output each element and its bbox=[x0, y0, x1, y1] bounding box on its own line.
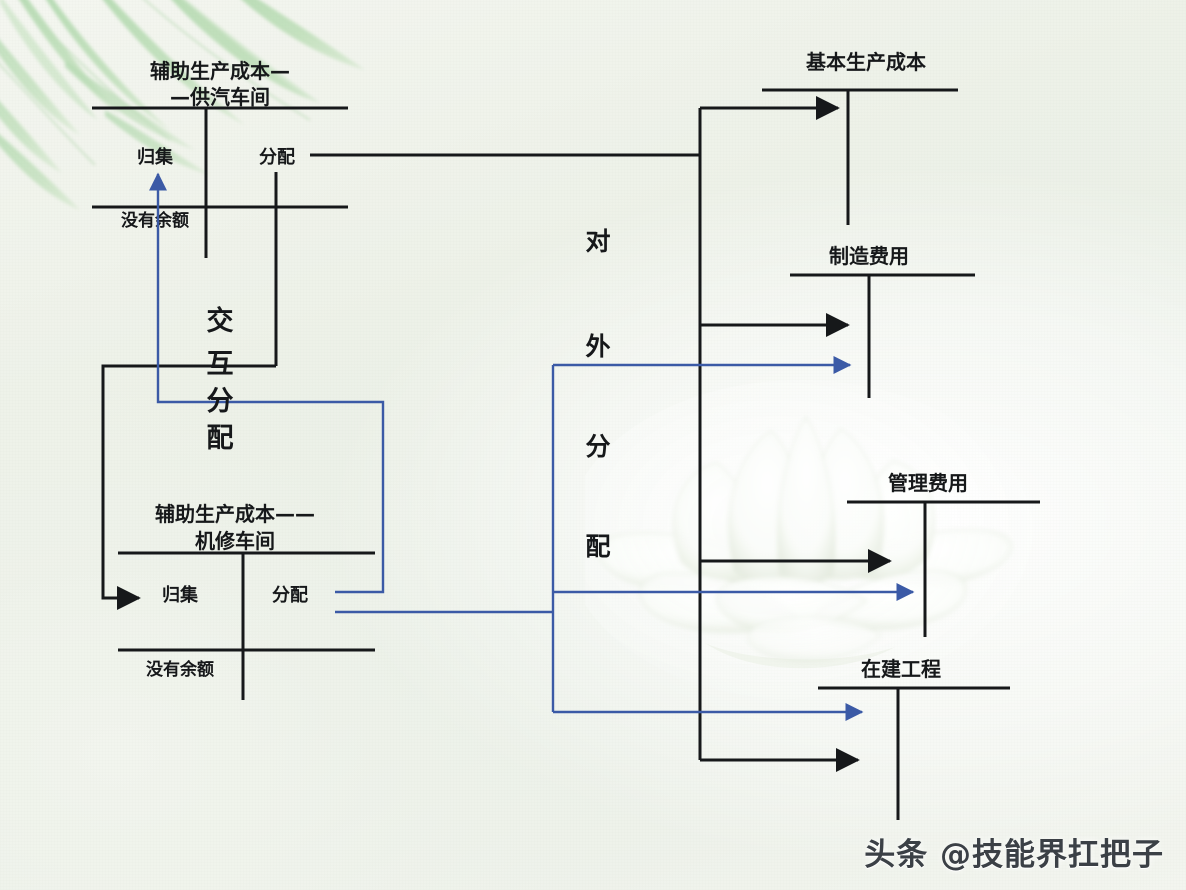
external-allocation-char-3: 分 bbox=[585, 432, 610, 461]
t-account-aux-repair bbox=[118, 551, 375, 700]
aux-steam-balance-label: 没有余额 bbox=[121, 210, 189, 231]
flow-external-black-trunk bbox=[310, 108, 702, 760]
watermark-text: 头条 @技能界扛把子 bbox=[864, 837, 1164, 873]
t-account-aux-steam bbox=[92, 106, 348, 366]
aux-repair-balance-label: 没有余额 bbox=[146, 659, 214, 680]
t-account-admin-expense bbox=[847, 500, 1040, 637]
construction-in-progress-title: 在建工程 bbox=[861, 657, 941, 681]
external-allocation-char-2: 外 bbox=[585, 332, 610, 361]
aux-steam-title-line1: 辅助生产成本— bbox=[150, 59, 290, 83]
label-interactive-allocation: 交 互 分 配 bbox=[207, 305, 234, 454]
flow-interactive-repair-to-steam bbox=[149, 172, 385, 594]
interactive-allocation-char-4: 配 bbox=[207, 423, 234, 454]
admin-expense-title: 管理费用 bbox=[888, 471, 968, 495]
aux-repair-debit-label: 归集 bbox=[162, 584, 199, 606]
interactive-allocation-char-3: 分 bbox=[207, 386, 234, 417]
label-external-allocation: 对 外 分 配 bbox=[585, 227, 610, 561]
interactive-allocation-char-1: 交 bbox=[207, 305, 234, 337]
aux-steam-title-line2: —供汽车间 bbox=[170, 85, 270, 109]
aux-repair-credit-label: 分配 bbox=[272, 585, 308, 606]
interactive-allocation-char-2: 互 bbox=[207, 349, 234, 380]
aux-steam-credit-label: 分配 bbox=[259, 147, 295, 168]
bamboo-leaves-decoration bbox=[0, 0, 365, 210]
lotus-flower-decoration bbox=[585, 380, 1035, 700]
external-allocation-char-1: 对 bbox=[585, 227, 610, 256]
manufacturing-overhead-title: 制造费用 bbox=[829, 244, 909, 268]
t-account-basic-production-cost bbox=[762, 88, 958, 225]
flow-external-blue-trunk bbox=[335, 365, 555, 712]
t-account-manufacturing-overhead bbox=[790, 273, 975, 398]
aux-steam-debit-label: 归集 bbox=[137, 146, 174, 168]
aux-repair-title-line1: 辅助生产成本—— bbox=[155, 502, 315, 526]
flow-interactive-steam-to-repair bbox=[101, 364, 276, 610]
basic-production-cost-title: 基本生产成本 bbox=[806, 50, 926, 74]
t-account-construction-in-progress bbox=[818, 686, 1010, 820]
external-allocation-char-4: 配 bbox=[585, 532, 610, 561]
aux-repair-title-line2: 机修车间 bbox=[195, 529, 275, 553]
